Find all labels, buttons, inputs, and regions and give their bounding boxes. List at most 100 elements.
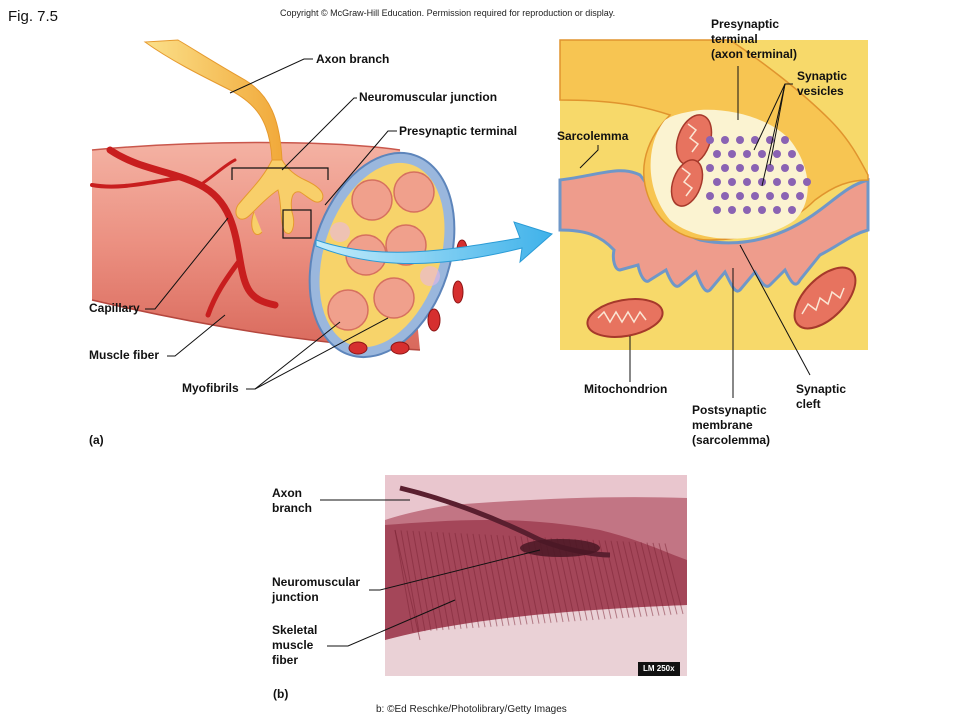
label-neuromuscular-junction: Neuromuscular junction: [359, 90, 498, 104]
striation: [484, 534, 504, 627]
striation: [640, 542, 660, 616]
striation: [478, 534, 498, 627]
striation: [454, 532, 474, 629]
vesicle: [721, 136, 729, 144]
label-presynaptic-terminal: Presynaptic terminal: [399, 124, 518, 138]
vesicle: [736, 164, 744, 172]
label-mitochondrion: Mitochondrion: [584, 382, 668, 396]
vesicle: [736, 192, 744, 200]
vesicle: [713, 150, 721, 158]
label-axon-branch: Axon branch: [316, 52, 390, 66]
vesicle: [751, 136, 759, 144]
vesicle: [758, 150, 766, 158]
label-b-axon-branch: Axon branch: [272, 486, 313, 515]
vesicle: [781, 164, 789, 172]
striation: [622, 541, 642, 617]
synaptic-vesicles: [706, 136, 811, 214]
vesicle: [728, 150, 736, 158]
vesicle: [706, 192, 714, 200]
striation: [394, 529, 414, 633]
striation: [418, 531, 438, 631]
striation: [664, 543, 684, 615]
vesicle: [781, 192, 789, 200]
vesicle: [721, 164, 729, 172]
panel-a-leader-lines: [145, 58, 397, 390]
vesicle: [781, 136, 789, 144]
striation: [448, 532, 468, 629]
striation: [490, 534, 510, 626]
striation: [502, 535, 522, 625]
label-capillary: Capillary: [89, 301, 140, 315]
vesicle: [803, 178, 811, 186]
vesicle: [788, 178, 796, 186]
vesicle: [773, 206, 781, 214]
vesicle: [796, 192, 804, 200]
figure-number: Fig. 7.5: [8, 8, 59, 25]
vesicle: [728, 178, 736, 186]
label-sarcolemma: Sarcolemma: [557, 129, 629, 143]
label-synaptic-vesicles: Synaptic vesicles: [797, 69, 848, 98]
striation: [400, 530, 420, 632]
label-postsynaptic-membrane: Postsynaptic membrane (sarcolemma): [692, 403, 771, 447]
vesicle: [766, 164, 774, 172]
zoom-arrow: [315, 221, 553, 265]
striation: [610, 540, 630, 618]
striation: [646, 542, 666, 616]
panel-a-label: (a): [89, 433, 104, 447]
striation: [424, 531, 444, 631]
label-b-skeletal-muscle-fiber: Skeletal muscle fiber: [272, 623, 318, 667]
vesicle: [706, 136, 714, 144]
label-b-neuromuscular-junction: Neuromuscular junction: [272, 575, 361, 604]
vesicle: [721, 192, 729, 200]
striation: [658, 543, 678, 615]
striation: [514, 535, 534, 625]
striation: [460, 533, 480, 628]
magnified-leader-lines: [579, 66, 811, 398]
vesicle: [788, 150, 796, 158]
striation: [616, 540, 636, 618]
vesicle: [706, 164, 714, 172]
striation: [412, 530, 432, 631]
capillary-vessel: [90, 146, 279, 318]
striation: [466, 533, 486, 628]
vesicle: [728, 206, 736, 214]
striation: [472, 533, 492, 627]
label-muscle-fiber: Muscle fiber: [89, 348, 160, 362]
copyright-notice: Copyright © McGraw-Hill Education. Permi…: [280, 8, 616, 18]
vesicle: [758, 178, 766, 186]
axon-branch-shape: [143, 39, 324, 235]
vesicle: [773, 150, 781, 158]
striation: [496, 535, 516, 626]
label-synaptic-cleft: Synaptic cleft: [796, 382, 847, 411]
vesicle: [736, 136, 744, 144]
photo-credit: b: ©Ed Reschke/Photolibrary/Getty Images: [376, 704, 567, 715]
vesicle: [788, 206, 796, 214]
magnification-badge: LM 250x: [638, 662, 680, 676]
label-presynaptic-terminal-axon: Presynaptic terminal (axon terminal): [711, 17, 798, 61]
junction-bracket: [231, 167, 329, 180]
vesicle: [743, 206, 751, 214]
panel-b-label: (b): [273, 687, 289, 701]
striation: [436, 532, 456, 630]
zoom-box: [282, 209, 312, 239]
vesicle: [796, 164, 804, 172]
striation: [508, 535, 528, 625]
striation: [628, 541, 648, 617]
vesicle: [758, 206, 766, 214]
vesicle: [713, 178, 721, 186]
vesicle: [743, 178, 751, 186]
striation: [634, 541, 654, 617]
vesicle: [743, 150, 751, 158]
vesicle: [766, 192, 774, 200]
panel-b-leader-lines: [320, 499, 541, 647]
striation: [430, 531, 450, 630]
label-myofibrils: Myofibrils: [182, 381, 239, 395]
vesicle: [751, 164, 759, 172]
vesicle: [773, 178, 781, 186]
vesicle: [751, 192, 759, 200]
striation: [652, 542, 672, 615]
striation: [442, 532, 462, 629]
vesicle: [713, 206, 721, 214]
micrograph-image: [385, 475, 687, 676]
